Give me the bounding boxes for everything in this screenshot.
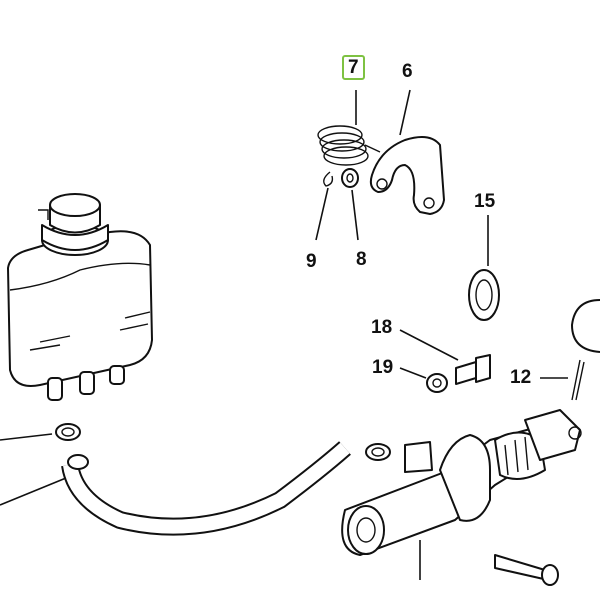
- callout-15[interactable]: 15: [474, 191, 496, 212]
- hose-clamp-left: [0, 423, 81, 441]
- hose-clamp-right: [365, 443, 391, 461]
- pin: [494, 554, 559, 586]
- partial-part-right: [571, 299, 600, 353]
- clip: [315, 171, 334, 241]
- callout-19[interactable]: 19: [372, 357, 394, 378]
- callout-8[interactable]: 8: [356, 249, 367, 270]
- bracket: [369, 89, 445, 215]
- small-washer: [341, 168, 359, 241]
- callout-18[interactable]: 18: [371, 317, 393, 338]
- seal-ring: [468, 215, 500, 321]
- callout-7[interactable]: 7: [342, 55, 365, 80]
- callout-6[interactable]: 6: [402, 61, 413, 82]
- callout-9[interactable]: 9: [306, 251, 317, 272]
- return-spring: [317, 90, 381, 166]
- cotter-pin: [540, 359, 585, 401]
- fluid-reservoir: [7, 193, 153, 401]
- fluid-hose: [0, 441, 351, 536]
- callout-12[interactable]: 12: [510, 367, 532, 388]
- washer: [399, 367, 448, 393]
- master-cylinder: [341, 409, 582, 580]
- bolt: [399, 329, 491, 385]
